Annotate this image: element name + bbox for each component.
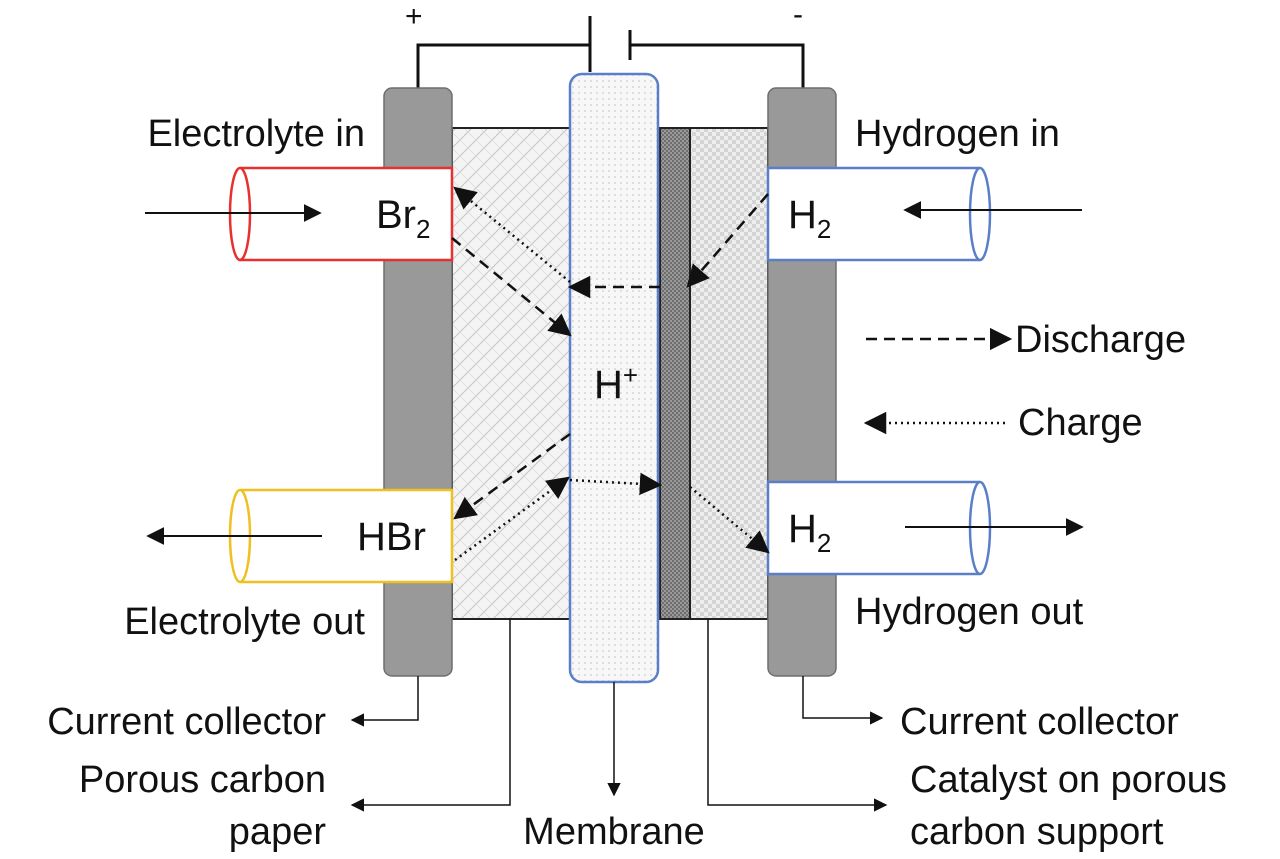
legend-discharge-label: Discharge (1015, 319, 1186, 361)
proton-main: H (594, 363, 623, 407)
bromine-subscript: 2 (416, 214, 430, 244)
catalyst-label-line2: carbon support (910, 811, 1164, 853)
bromine-main: Br (376, 193, 416, 237)
hydrogen-bottom-main: H (788, 507, 817, 551)
legend-charge-label: Charge (1018, 402, 1143, 444)
positive-terminal-label: + (405, 0, 423, 33)
bromine-label: Br2 (376, 193, 430, 244)
porous-carbon-paper-layer (451, 127, 571, 620)
hydrogen-bottom-label: H2 (788, 507, 831, 558)
hydrogen-top-subscript: 2 (817, 214, 831, 244)
hydrogen-in-label: Hydrogen in (855, 113, 1060, 155)
external-circuit (416, 16, 805, 88)
electrolyte-out-label: Electrolyte out (124, 601, 365, 643)
leader-lines (350, 619, 888, 812)
proton-label: H+ (594, 360, 638, 407)
hbr-label: HBr (357, 515, 426, 559)
proton-superscript: + (623, 360, 638, 390)
charge-paths (453, 186, 770, 562)
current-collector-right-label: Current collector (900, 701, 1179, 743)
porous-carbon-paper-label-line1: Porous carbon (79, 759, 326, 801)
hydrogen-top-label: H2 (788, 193, 831, 244)
catalyst-label-line1: Catalyst on porous (910, 759, 1227, 801)
electrolyte-in-label: Electrolyte in (147, 113, 365, 155)
hydrogen-inlet-tube (766, 166, 992, 262)
catalyst-porous-support-layer (689, 127, 769, 620)
current-collector-left-label: Current collector (47, 701, 326, 743)
discharge-paths (451, 193, 769, 520)
negative-terminal-label: - (793, 0, 803, 31)
hydrogen-out-label: Hydrogen out (855, 591, 1084, 633)
membrane-label: Membrane (523, 811, 705, 853)
hydrogen-top-main: H (788, 193, 817, 237)
flow-arrows (145, 201, 1084, 545)
hydrogen-bottom-subscript: 2 (817, 528, 831, 558)
porous-carbon-paper-label-line2: paper (229, 811, 327, 853)
catalyst-dense-layer (659, 127, 691, 620)
hydrogen-outlet-tube (766, 480, 992, 576)
